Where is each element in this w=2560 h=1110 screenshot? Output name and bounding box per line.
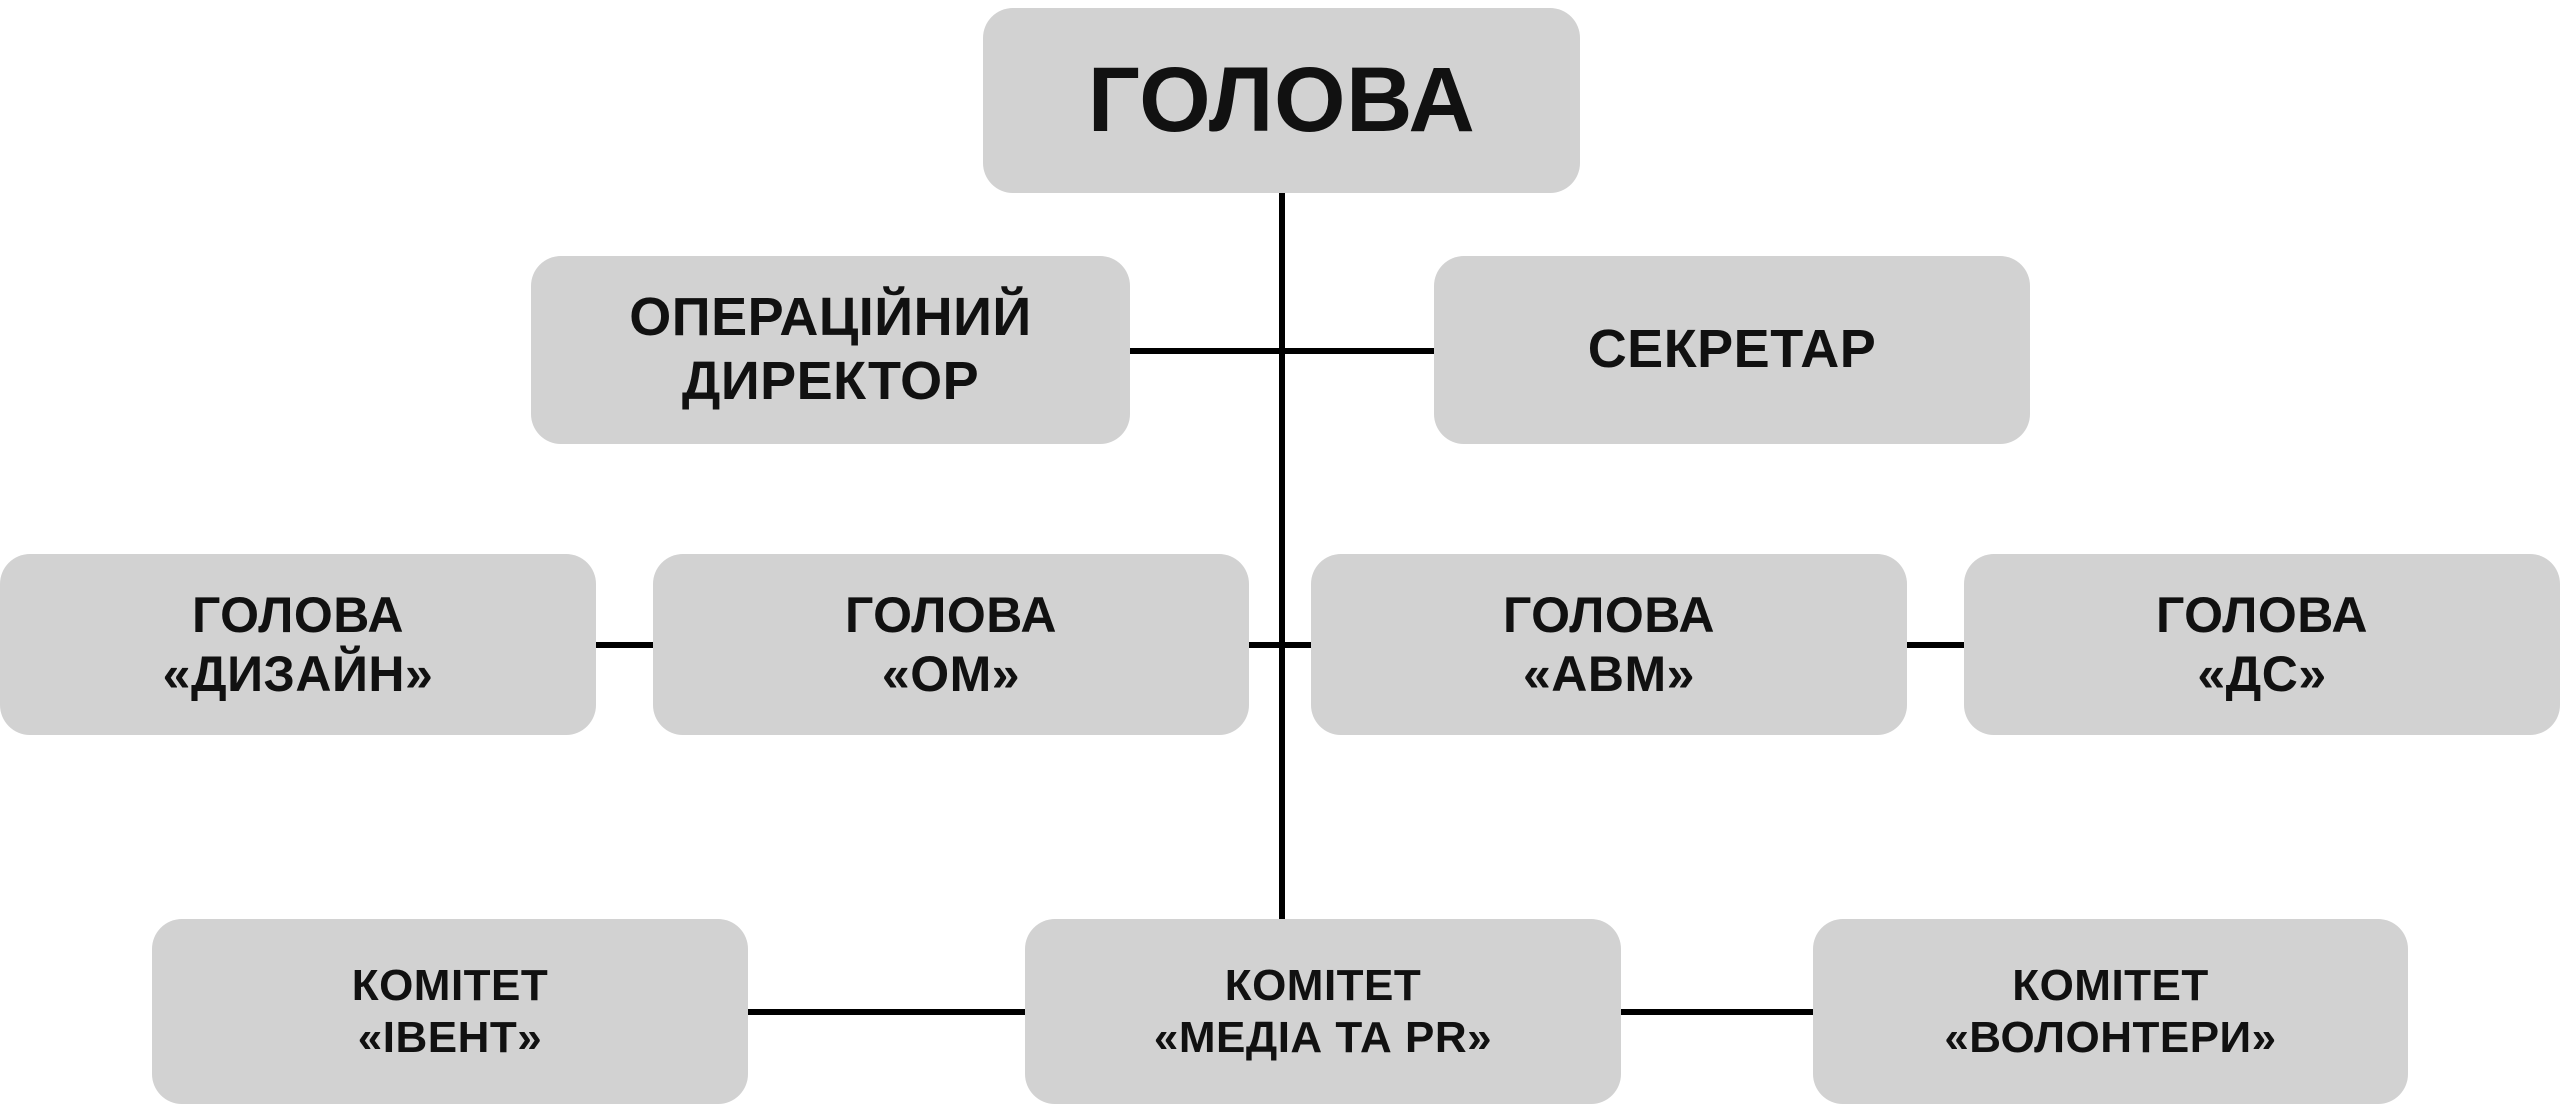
connector-om-to-avm — [1249, 642, 1311, 648]
org-node-committee-volunteers-line1: КОМІТЕТ — [2012, 960, 2209, 1010]
org-node-head-design: ГОЛОВА «ДИЗАЙН» — [0, 554, 596, 735]
connector-avm-to-ds — [1907, 642, 1964, 648]
org-node-head-design-line1: ГОЛОВА — [191, 586, 405, 643]
org-node-committee-event: КОМІТЕТ «ІВЕНТ» — [152, 919, 748, 1104]
org-node-head-avm-line1: ГОЛОВА — [1502, 586, 1716, 643]
org-node-head-ds-line2: «ДС» — [2197, 645, 2327, 702]
org-node-head-om-line2: «ОМ» — [881, 645, 1021, 702]
connector-vertical-spine — [1279, 190, 1285, 922]
org-node-committee-event-line1: КОМІТЕТ — [351, 960, 549, 1010]
org-node-head-avm: ГОЛОВА «АВМ» — [1311, 554, 1907, 735]
org-node-head-design-line2: «ДИЗАЙН» — [162, 645, 434, 702]
org-node-operations-director-line2: ДИРЕКТОР — [681, 351, 980, 411]
org-node-committee-media-pr-line2: «МЕДІА ТА PR» — [1153, 1012, 1493, 1062]
org-node-head: ГОЛОВА — [983, 8, 1580, 193]
org-node-committee-event-line2: «ІВЕНТ» — [357, 1012, 543, 1062]
org-node-operations-director: ОПЕРАЦІЙНИЙ ДИРЕКТОР — [531, 256, 1130, 444]
org-node-secretary-label: СЕКРЕТАР — [1587, 319, 1877, 380]
connector-design-to-om — [596, 642, 653, 648]
org-node-operations-director-line1: ОПЕРАЦІЙНИЙ — [629, 287, 1032, 348]
org-node-committee-media-pr-line1: КОМІТЕТ — [1224, 960, 1422, 1010]
org-node-committee-media-pr: КОМІТЕТ «МЕДІА ТА PR» — [1025, 919, 1621, 1104]
org-node-committee-volunteers-line2: «ВОЛОНТЕРИ» — [1944, 1012, 2277, 1062]
org-node-head-ds-line1: ГОЛОВА — [2155, 586, 2369, 643]
connector-ops-to-secretary — [1130, 348, 1434, 354]
org-node-committee-volunteers: КОМІТЕТ «ВОЛОНТЕРИ» — [1813, 919, 2408, 1104]
org-node-head-label: ГОЛОВА — [1087, 49, 1476, 152]
org-node-secretary: СЕКРЕТАР — [1434, 256, 2030, 444]
connector-event-to-media — [748, 1009, 1025, 1015]
org-node-head-avm-line2: «АВМ» — [1523, 645, 1695, 702]
org-node-head-om-line1: ГОЛОВА — [844, 586, 1058, 643]
org-node-head-om: ГОЛОВА «ОМ» — [653, 554, 1249, 735]
connector-media-to-volunteers — [1621, 1009, 1813, 1015]
org-node-head-ds: ГОЛОВА «ДС» — [1964, 554, 2560, 735]
